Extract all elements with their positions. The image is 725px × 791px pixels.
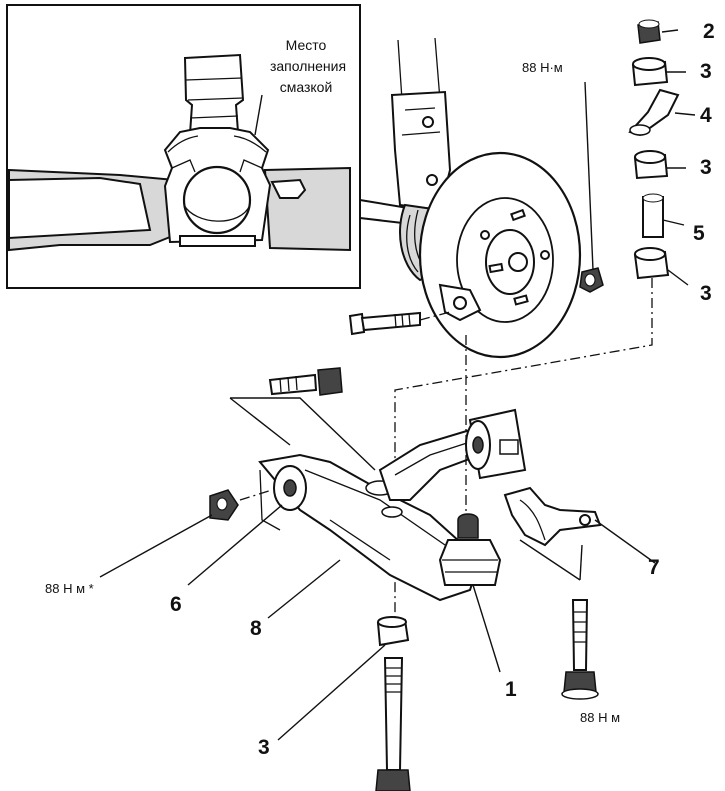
- stabilizer-bar-4: [628, 88, 696, 137]
- rear-bracket-7: [503, 486, 656, 581]
- label-1: 1: [505, 678, 517, 701]
- front-bushing-nut: [99, 489, 273, 578]
- label-3-third: 3: [700, 282, 712, 305]
- grease-fill-note-line1: Место: [286, 37, 327, 53]
- label-3-second: 3: [700, 156, 712, 179]
- label-3-bottom: 3: [258, 736, 270, 759]
- rear-bracket-bolt: [561, 599, 599, 700]
- leader-8: [267, 559, 341, 619]
- label-8: 8: [250, 617, 262, 640]
- lower-bushing-3: [277, 616, 410, 741]
- bushing-3-third: [633, 247, 689, 286]
- leader-6: [187, 504, 283, 586]
- hub-nut: [579, 81, 604, 293]
- stabilizer-long-bolt: [375, 657, 411, 791]
- torque-hub-nut: 88 Н·м: [522, 60, 563, 75]
- rear-bushing: [465, 408, 527, 480]
- label-4: 4: [700, 104, 712, 127]
- bushing-3-top: [631, 57, 686, 87]
- label-7: 7: [648, 556, 660, 579]
- spacer-5: [642, 193, 685, 238]
- strut-knuckle-assembly: [359, 37, 452, 282]
- brake-disc: [418, 151, 582, 359]
- ball-joint-1: [438, 335, 502, 673]
- torque-front-bushing-nut: 88 Н м *: [45, 581, 94, 596]
- front-bushing-bolt: [229, 367, 376, 471]
- label-5: 5: [693, 222, 705, 245]
- bushing-3-second: [633, 150, 686, 180]
- label-2: 2: [703, 20, 715, 43]
- grease-fill-note-line2: заполнения: [270, 58, 346, 74]
- label-3-top: 3: [700, 60, 712, 83]
- ball-joint-inset: [6, 4, 361, 289]
- label-6: 6: [170, 593, 182, 616]
- nut-2: [637, 19, 679, 44]
- torque-rear-bracket-bolt: 88 Н м: [580, 710, 620, 725]
- knuckle-pinch-bolt: [348, 311, 451, 336]
- grease-fill-note-line3: смазкой: [280, 79, 333, 95]
